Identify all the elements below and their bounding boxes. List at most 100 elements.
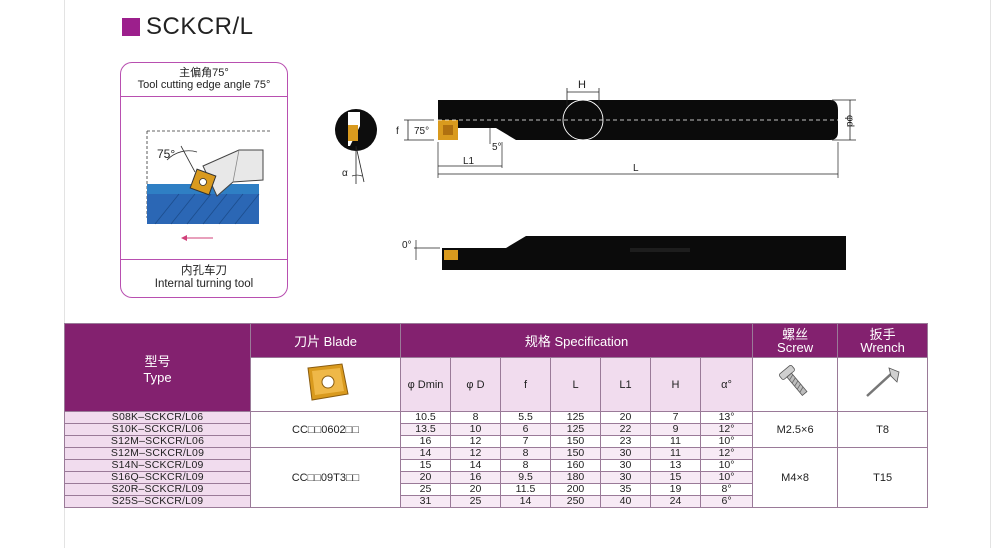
value-cell: 25 bbox=[450, 495, 501, 508]
value-cell: 20 bbox=[600, 411, 651, 424]
end-view: α bbox=[335, 109, 377, 184]
blade-cell: CC□□0602□□ bbox=[250, 411, 401, 448]
value-cell: 10° bbox=[699, 471, 754, 484]
type-header-cn: 型号 bbox=[144, 353, 171, 369]
insert-icon bbox=[306, 363, 349, 401]
screw-cell: M4×8 bbox=[752, 447, 839, 508]
value-cell: 10° bbox=[699, 459, 754, 472]
value-cell: 12° bbox=[699, 423, 754, 436]
value-cell: 180 bbox=[550, 471, 601, 484]
value-cell: 16 bbox=[400, 435, 451, 448]
value-cell: 12° bbox=[699, 447, 754, 460]
value-cell: 150 bbox=[550, 435, 601, 448]
bar-side-view: H φd f 75° 5° L1 L bbox=[396, 79, 856, 178]
value-cell: 30 bbox=[600, 459, 651, 472]
value-cell: 12 bbox=[450, 447, 501, 460]
blade-cell: CC□□09T3□□ bbox=[250, 447, 401, 508]
value-cell: 10° bbox=[699, 435, 754, 448]
value-cell: 19 bbox=[650, 483, 701, 496]
type-cell: S14N–SCKCR/L09 bbox=[64, 459, 251, 472]
value-cell: 25 bbox=[400, 483, 451, 496]
card-footer: 内孔车刀 Internal turning tool bbox=[121, 259, 287, 297]
value-cell: 23 bbox=[600, 435, 651, 448]
value-cell: 6 bbox=[500, 423, 551, 436]
value-cell: 200 bbox=[550, 483, 601, 496]
value-cell: 13° bbox=[699, 411, 754, 424]
title-marker bbox=[122, 18, 140, 36]
screw-cell: M2.5×6 bbox=[752, 411, 839, 448]
type-header: 型号 Type bbox=[64, 323, 251, 412]
col-d: φ D bbox=[450, 357, 501, 412]
type-cell: S10K–SCKCR/L06 bbox=[64, 423, 251, 436]
dim-phid-label: φd bbox=[844, 115, 855, 127]
blade-header: 刀片 Blade bbox=[250, 323, 401, 358]
dim-l1-label: L1 bbox=[463, 156, 475, 167]
value-cell: 24 bbox=[650, 495, 701, 508]
value-cell: 10 bbox=[450, 423, 501, 436]
type-cell: S08K–SCKCR/L06 bbox=[64, 411, 251, 424]
value-cell: 6° bbox=[699, 495, 754, 508]
type-cell: S12M–SCKCR/L09 bbox=[64, 447, 251, 460]
wrench-header: 扳手 Wrench bbox=[837, 323, 929, 358]
value-cell: 14 bbox=[450, 459, 501, 472]
angle-0-label: 0° bbox=[402, 240, 412, 251]
value-cell: 15 bbox=[400, 459, 451, 472]
card-footer-en: Internal turning tool bbox=[154, 278, 254, 290]
value-cell: 9.5 bbox=[500, 471, 551, 484]
col-alpha: α° bbox=[699, 357, 754, 412]
col-h: H bbox=[650, 357, 701, 412]
screw-header: 螺丝 Screw bbox=[752, 323, 839, 358]
value-cell: 40 bbox=[600, 495, 651, 508]
value-cell: 20 bbox=[450, 483, 501, 496]
screw-header-en: Screw bbox=[777, 339, 814, 355]
wrench-icon bbox=[865, 367, 900, 397]
value-cell: 16 bbox=[450, 471, 501, 484]
tool-technical-drawing: α H φd f 75° 5° L1 L 0° bbox=[335, 79, 856, 270]
angle-75-label: 75° bbox=[414, 126, 429, 137]
value-cell: 5.5 bbox=[500, 411, 551, 424]
value-cell: 125 bbox=[550, 423, 601, 436]
card-angle-label: 75° bbox=[157, 147, 175, 161]
value-cell: 35 bbox=[600, 483, 651, 496]
type-cell: S20R–SCKCR/L09 bbox=[64, 483, 251, 496]
card-header: 主偏角75° Tool cutting edge angle 75° bbox=[121, 63, 287, 97]
type-cell: S16Q–SCKCR/L09 bbox=[64, 471, 251, 484]
col-l: L bbox=[550, 357, 601, 412]
value-cell: 250 bbox=[550, 495, 601, 508]
card-header-cn: 主偏角75° bbox=[179, 67, 229, 79]
screw-image-cell bbox=[752, 357, 839, 412]
wrench-cell: T8 bbox=[837, 411, 929, 448]
value-cell: 30 bbox=[600, 447, 651, 460]
value-cell: 8 bbox=[450, 411, 501, 424]
value-cell: 8 bbox=[500, 459, 551, 472]
col-l1: L1 bbox=[600, 357, 651, 412]
value-cell: 15 bbox=[650, 471, 701, 484]
boring-illustration: 75° bbox=[146, 130, 271, 241]
value-cell: 20 bbox=[400, 471, 451, 484]
col-f: f bbox=[500, 357, 551, 412]
value-cell: 22 bbox=[600, 423, 651, 436]
angle-5-label: 5° bbox=[492, 142, 502, 153]
dim-h-label: H bbox=[578, 79, 586, 91]
card-header-en: Tool cutting edge angle 75° bbox=[137, 79, 271, 91]
value-cell: 30 bbox=[600, 471, 651, 484]
specification-table: 型号 Type 刀片 Blade 规格 Specification 螺丝 Scr… bbox=[64, 323, 929, 508]
card-footer-cn: 内孔车刀 bbox=[181, 265, 227, 277]
value-cell: 14 bbox=[400, 447, 451, 460]
product-title: SCKCR/L bbox=[122, 12, 254, 42]
value-cell: 11 bbox=[650, 435, 701, 448]
value-cell: 31 bbox=[400, 495, 451, 508]
value-cell: 10.5 bbox=[400, 411, 451, 424]
screw-header-cn: 螺丝 bbox=[782, 326, 809, 342]
value-cell: 8 bbox=[500, 447, 551, 460]
type-cell: S25S–SCKCR/L09 bbox=[64, 495, 251, 508]
value-cell: 12 bbox=[450, 435, 501, 448]
col-dmin: φ Dmin bbox=[400, 357, 451, 412]
value-cell: 11 bbox=[650, 447, 701, 460]
type-header-en: Type bbox=[143, 369, 172, 385]
value-cell: 7 bbox=[500, 435, 551, 448]
bar-top-view: 0° bbox=[402, 236, 846, 270]
cutting-angle-card: 主偏角75° Tool cutting edge angle 75° 75° 内… bbox=[120, 62, 288, 298]
value-cell: 13 bbox=[650, 459, 701, 472]
value-cell: 8° bbox=[699, 483, 754, 496]
